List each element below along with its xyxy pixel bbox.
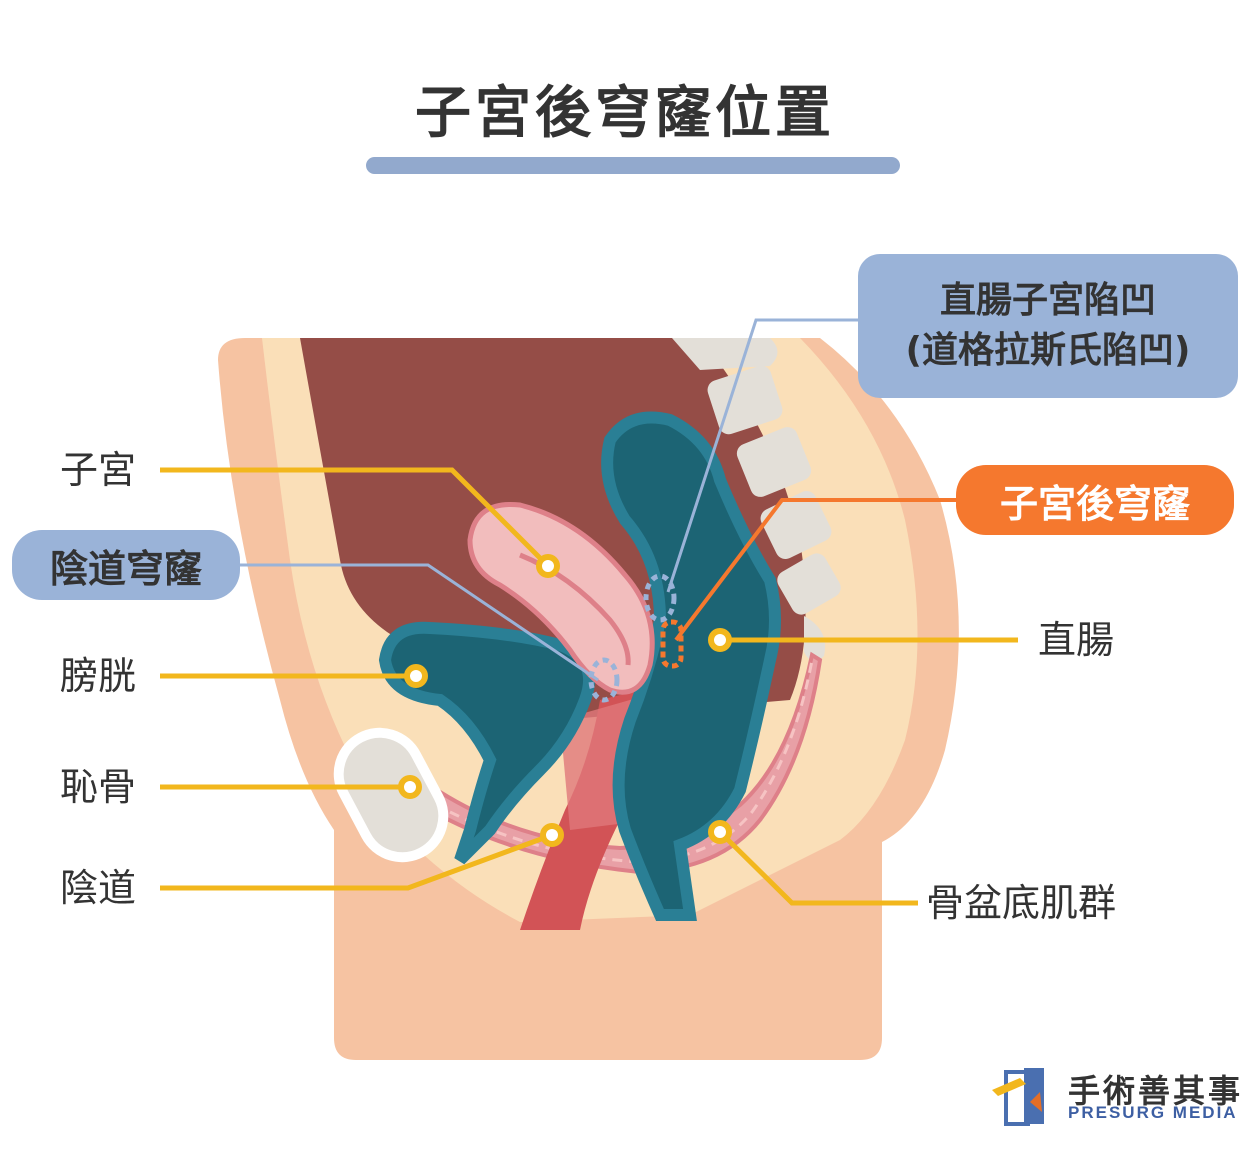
label-bladder: 膀胱 — [60, 654, 137, 698]
pouch-line-1: 直腸子宮陷凹 — [939, 279, 1156, 321]
label-pubic-bone: 恥骨 — [60, 765, 137, 809]
label-posterior-fornix: 子宮後穹窿 — [956, 465, 1234, 535]
vaginal-fornix-leader — [240, 563, 599, 682]
presurg-logo-icon — [992, 1068, 1044, 1126]
uterus — [467, 501, 655, 695]
brand-name-en: PRESURG MEDIA — [1068, 1103, 1238, 1122]
page-title: 子宮後穹窿位置 — [415, 81, 835, 146]
uterus-leader — [160, 467, 550, 568]
posterior-fornix-marker — [660, 619, 684, 669]
vaginal-fornix-marker — [588, 657, 620, 703]
label-uterus: 子宮 — [60, 448, 137, 492]
label-pouch-of-douglas: 直腸子宮陷凹 (道格拉斯氏陷凹) — [858, 254, 1238, 398]
rectum — [601, 411, 781, 921]
bladder — [378, 621, 595, 865]
sacrum — [672, 338, 841, 662]
posterior-fornix-leader — [674, 498, 958, 642]
pelvic-floor-leader — [718, 830, 918, 906]
pubic-bone — [333, 727, 449, 863]
pouch-marker — [643, 573, 677, 623]
pouch-line-2: (道格拉斯氏陷凹) — [905, 330, 1191, 371]
label-rectum: 直腸 — [1038, 618, 1115, 662]
title-underline — [366, 157, 900, 174]
pouch-leader — [666, 318, 860, 593]
label-vagina: 陰道 — [60, 866, 137, 910]
brand-name-zh: 手術善其事 — [1068, 1072, 1244, 1110]
label-vaginal-fornix: 陰道穹窿 — [12, 530, 240, 600]
label-pelvic-floor: 骨盆底肌群 — [926, 881, 1117, 925]
vagina-leader — [160, 832, 553, 891]
